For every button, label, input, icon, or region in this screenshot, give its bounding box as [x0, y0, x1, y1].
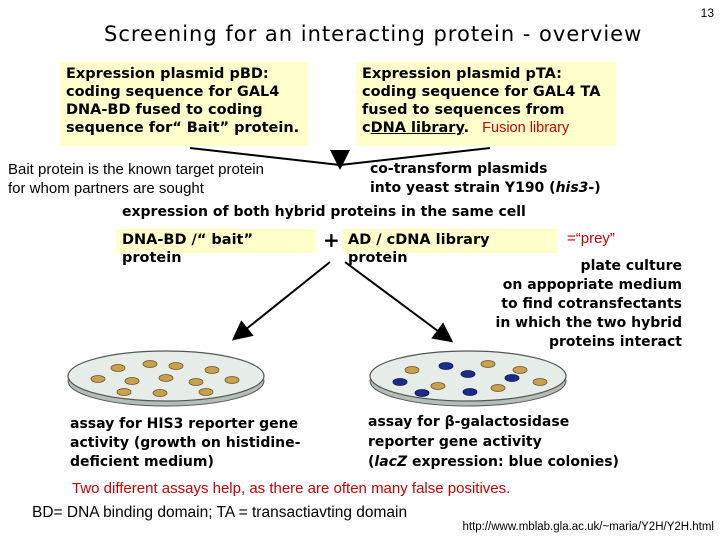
false-positive-note: Two different assays help, as there are … [72, 480, 511, 497]
pta-plasmid-box: Expression plasmid pTA: coding sequence … [356, 62, 616, 146]
lacz-assay-line3: (lacZ expression: blue colonies) [368, 452, 619, 472]
his3-assay-text: assay for HIS3 reporter gene activity (g… [70, 415, 300, 472]
lacz-assay-text: assay for β-galactosidase reporter gene … [368, 412, 619, 472]
plus-sign: + [323, 228, 340, 252]
pta-last-prefix: c [362, 120, 371, 136]
pbd-line: coding sequence for GAL4 [66, 84, 280, 100]
blue-colonies [392, 362, 520, 397]
pta-last-line: cDNA library. Fusion library [362, 119, 610, 137]
plate-step: in which the two hybrid [495, 315, 682, 331]
lacz-prefix: ( [368, 454, 375, 470]
his3-assay-line: activity (growth on histidine- [70, 435, 301, 451]
cotransform-suffix: -) [588, 180, 601, 196]
abbreviations-note: BD= DNA binding domain; TA = transactiav… [32, 504, 408, 521]
lacz-suffix: expression: blue colonies) [407, 454, 619, 470]
arrow-to-left-plate [231, 261, 331, 341]
prey-protein-box: AD / cDNA library protein [342, 229, 557, 266]
cotransform-line2: into yeast strain Y190 (his3-) [370, 179, 601, 198]
lacz-gene: lacZ [374, 454, 408, 470]
plate-step: to find cotransfectants [501, 296, 682, 312]
lacz-assay-line1: assay for β-galactosidase [368, 414, 570, 430]
pbd-line: DNA-BD fused to coding [66, 102, 263, 118]
lacz-assay-line2: reporter gene activity [368, 434, 542, 450]
bait-note-line: for whom partners are sought [8, 180, 204, 197]
bait-protein-box: DNA-BD /“ bait” protein [116, 229, 316, 266]
pta-line: fused to sequences from [362, 102, 565, 118]
pta-last-suffix: . [463, 120, 470, 136]
plate-step: proteins interact [549, 334, 682, 350]
pta-line: Expression plasmid pTA: [362, 66, 562, 82]
lacz-plate [369, 350, 567, 407]
cotransform-text: co-transform plasmids into yeast strain … [370, 160, 601, 198]
cotransform-prefix: into yeast strain Y190 ( [370, 180, 556, 196]
fusion-library-label: Fusion library [482, 120, 570, 136]
pbd-line: sequence for“ Bait” protein. [66, 120, 300, 136]
pbd-line: Expression plasmid pBD: [66, 66, 269, 82]
plate-steps: plate culture on appopriate medium to fi… [496, 257, 682, 352]
tan-colonies [90, 360, 240, 397]
bait-note-line: Bait protein is the known target protein [8, 161, 264, 178]
page-number: 13 [700, 6, 714, 20]
expression-line: expression of both hybrid proteins in th… [122, 204, 526, 220]
his3-assay-line: assay for HIS3 reporter gene [70, 416, 299, 432]
pbd-plasmid-box: Expression plasmid pBD: coding sequence … [60, 62, 308, 146]
cotransform-line1: co-transform plasmids [370, 161, 548, 177]
prey-label: =“prey” [567, 230, 615, 247]
arrow-to-right-plate [344, 261, 454, 343]
white-colonies [404, 360, 548, 392]
pta-line: coding sequence for GAL4 TA [362, 84, 601, 100]
plate-step: plate culture [580, 258, 682, 274]
bait-note: Bait protein is the known target protein… [8, 160, 264, 198]
his3-assay-line: deficient medium) [70, 454, 214, 470]
slide-title: Screening for an interacting protein - o… [104, 22, 643, 46]
cdna-library-text: DNA library [370, 120, 464, 136]
source-url: http://www.mblab.gla.ac.uk/~maria/Y2H/Y2… [462, 521, 714, 533]
histidine-plate [67, 350, 265, 407]
his3-gene: his3 [555, 180, 589, 196]
plate-step: on appopriate medium [502, 277, 682, 293]
